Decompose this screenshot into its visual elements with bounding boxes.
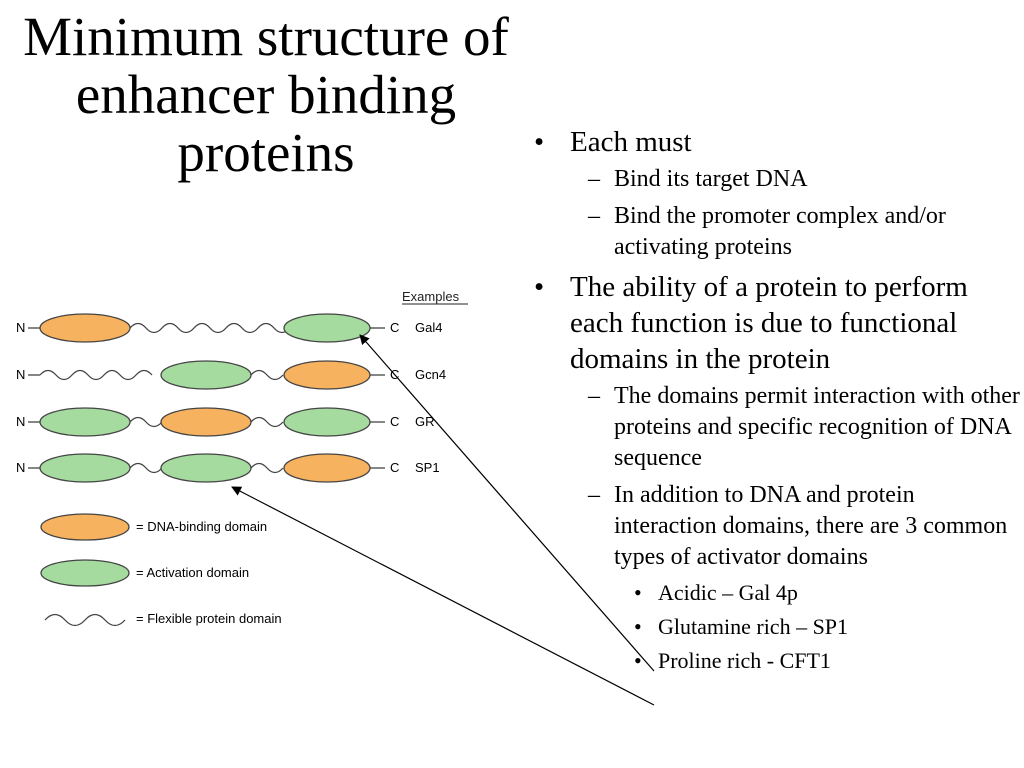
legend-dna-binding-label: = DNA-binding domain (136, 519, 267, 534)
protein-name-sp1: SP1 (415, 460, 440, 475)
c-terminus-label: C (390, 367, 399, 382)
protein-row-sp1: N C SP1 (16, 453, 440, 483)
protein-row-gal4: N C Gal4 (16, 313, 442, 343)
n-terminus-label: N (16, 320, 25, 335)
c-terminus-label: C (390, 414, 399, 429)
protein-name-gr: GR (415, 414, 435, 429)
n-terminus-label: N (16, 460, 25, 475)
legend-activation-label: = Activation domain (136, 565, 249, 580)
activation-domain (39, 407, 131, 437)
sub-bullet-bind-dna: Bind its target DNA (530, 164, 1020, 195)
domain-diagram: Examples N C Gal4 N C Gcn4 N C GR (16, 289, 468, 627)
dna-binding-domain (283, 360, 371, 390)
protein-row-gcn4: N C Gcn4 (16, 360, 446, 390)
bullet-ability: The ability of a protein to perform each… (530, 269, 1020, 377)
c-terminus-label: C (390, 320, 399, 335)
activation-domain (160, 360, 252, 390)
sub-sub-bullet-glutamine: Glutamine rich – SP1 (530, 613, 1020, 641)
flexible-domain (250, 369, 284, 381)
legend-activation-swatch (40, 559, 130, 587)
protein-name-gcn4: Gcn4 (415, 367, 446, 382)
flexible-domain (129, 416, 163, 428)
protein-name-gal4: Gal4 (415, 320, 442, 335)
activation-domain (283, 407, 371, 437)
bullet-list: Each must Bind its target DNA Bind the p… (530, 124, 1020, 681)
activation-domain (39, 453, 131, 483)
flexible-domain (129, 322, 291, 334)
examples-heading: Examples (402, 289, 460, 304)
dna-binding-domain (39, 313, 131, 343)
activation-domain (160, 453, 252, 483)
c-terminus-label: C (390, 460, 399, 475)
flexible-domain (129, 462, 163, 474)
flexible-domain (250, 462, 284, 474)
legend: = DNA-binding domain = Activation domain… (40, 513, 282, 627)
flexible-domain (39, 369, 153, 381)
bullet-each-must: Each must (530, 124, 1020, 160)
sub-bullet-domains-permit: The domains permit interaction with othe… (530, 381, 1020, 474)
protein-row-gr: N C GR (16, 407, 435, 437)
legend-flexible-swatch (44, 613, 126, 627)
activation-domain (283, 313, 371, 343)
n-terminus-label: N (16, 367, 25, 382)
flexible-domain (250, 416, 284, 428)
dna-binding-domain (283, 453, 371, 483)
legend-dna-binding-swatch (40, 513, 130, 541)
sub-sub-bullet-acidic: Acidic – Gal 4p (530, 579, 1020, 607)
slide-title: Minimum structure of enhancer binding pr… (23, 6, 509, 183)
sub-sub-bullet-proline: Proline rich - CFT1 (530, 647, 1020, 675)
n-terminus-label: N (16, 414, 25, 429)
sub-bullet-activator-types: In addition to DNA and protein interacti… (530, 480, 1020, 573)
dna-binding-domain (160, 407, 252, 437)
legend-flexible-label: = Flexible protein domain (136, 611, 282, 626)
sub-bullet-bind-promoter: Bind the promoter complex and/or activat… (530, 201, 1020, 263)
